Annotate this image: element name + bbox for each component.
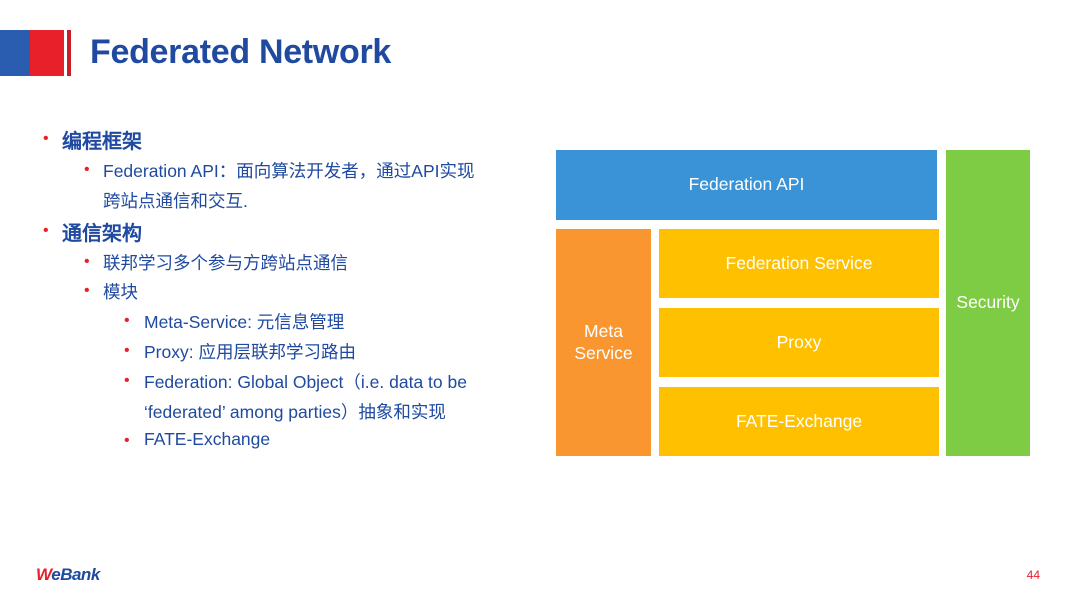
bullet-dot: • — [43, 222, 49, 239]
bullet-dot: • — [124, 372, 130, 389]
webank-logo: WeBank — [36, 565, 100, 585]
outline-subitem: Meta-Service: 元信息管理 — [144, 312, 345, 332]
title-accent-gap — [64, 30, 67, 76]
title-accent-blue — [0, 30, 30, 76]
bullet-dot: • — [84, 161, 90, 178]
bullet-dot: • — [84, 253, 90, 270]
proxy-box: Proxy — [659, 308, 939, 377]
outline-item: 模块 — [103, 282, 138, 302]
meta-service-box: Meta Service — [556, 229, 651, 456]
fate-exchange-box: FATE-Exchange — [659, 387, 939, 456]
outline-subitem: FATE-Exchange — [144, 429, 271, 449]
outline-item: 联邦学习多个参与方跨站点通信 — [103, 253, 348, 273]
bullet-dot: • — [124, 432, 130, 449]
outline: • 编程框架 • Federation API：面向算法开发者，通过API实现 … — [43, 130, 475, 450]
bullet-dot: • — [124, 342, 130, 359]
outline-item: Federation API：面向算法开发者，通过API实现 — [103, 161, 475, 181]
title-accent-red — [30, 30, 64, 76]
bullet-dot: • — [124, 312, 130, 329]
page-number: 44 — [1026, 568, 1040, 582]
outline-heading: 编程框架 — [62, 131, 142, 153]
security-box: Security — [946, 150, 1030, 456]
outline-subitem: Proxy: 应用层联邦学习路由 — [144, 342, 356, 362]
logo-w: W — [36, 565, 52, 584]
outline-subitem-continuation: ‘federated’ among parties）抽象和实现 — [144, 402, 446, 422]
federation-service-box: Federation Service — [659, 229, 939, 298]
outline-item-continuation: 跨站点通信和交互. — [103, 191, 248, 211]
meta-service-line-1: Meta — [584, 320, 623, 341]
bullet-dot: • — [43, 130, 49, 147]
title-accent-line — [67, 30, 71, 76]
federation-api-box: Federation API — [556, 150, 937, 220]
outline-heading: 通信架构 — [62, 223, 142, 245]
slide-title: Federated Network — [90, 33, 391, 71]
meta-service-line-2: Service — [574, 342, 633, 363]
outline-subitem: Federation: Global Object（i.e. data to b… — [144, 372, 467, 392]
logo-rest: eBank — [51, 565, 100, 584]
bullet-dot: • — [84, 282, 90, 299]
